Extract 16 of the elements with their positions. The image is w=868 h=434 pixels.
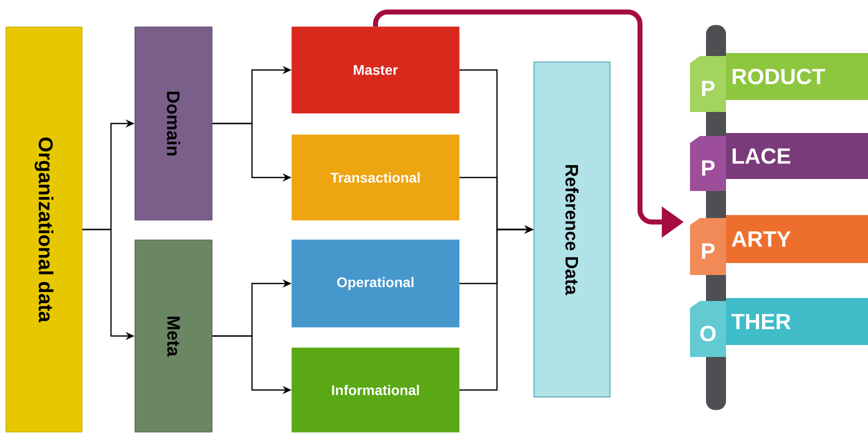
node-label: P xyxy=(702,160,715,176)
banner: P ARTY xyxy=(690,215,868,275)
data-type-box: Informational xyxy=(292,348,460,432)
node-label: O xyxy=(700,326,716,342)
banner: O THER xyxy=(690,298,868,357)
node-label: P xyxy=(702,243,715,259)
data-type-box: Transactional xyxy=(292,134,460,220)
org-data-box: Organizational data xyxy=(6,26,82,432)
data-type-box: Operational xyxy=(292,240,460,328)
node-label: P xyxy=(702,80,715,96)
banner: P RODUCT xyxy=(690,53,868,112)
banner: P LACE xyxy=(690,133,868,191)
category-box: Domain xyxy=(134,26,212,220)
reference-box: Reference Data xyxy=(534,62,610,398)
category-box: Meta xyxy=(134,240,212,432)
data-type-box: Master xyxy=(292,26,460,114)
